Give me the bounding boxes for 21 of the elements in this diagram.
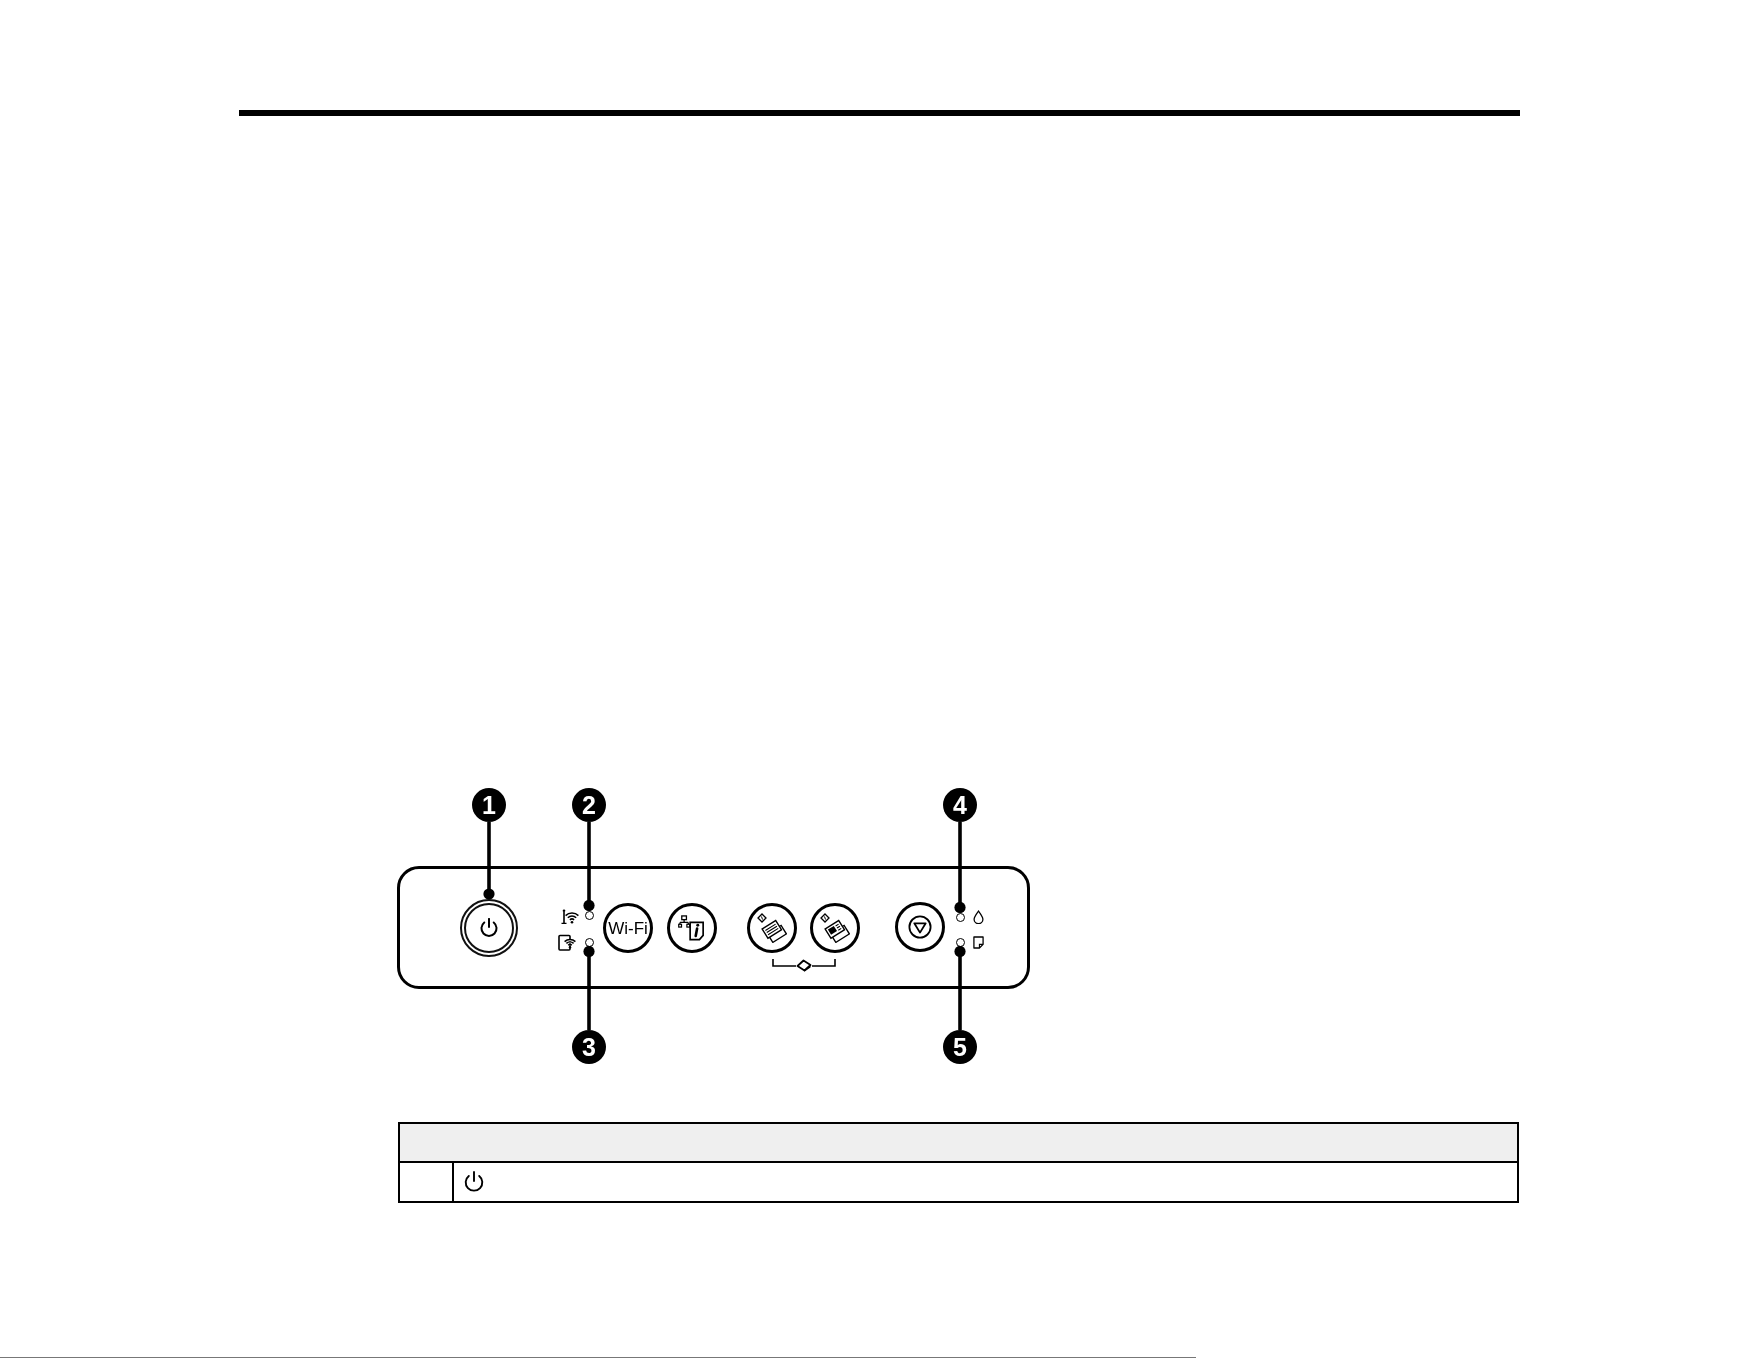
leader-line — [954, 822, 966, 914]
control-panel — [397, 866, 1030, 989]
indicator-light — [584, 937, 594, 947]
callout-number: 2 — [572, 788, 606, 822]
leader-line — [583, 945, 595, 1030]
callout-number: 5 — [943, 1030, 977, 1064]
leader-line — [583, 822, 595, 912]
copy-button — [747, 903, 797, 953]
indicator-light — [584, 910, 594, 920]
indicator-light — [955, 937, 965, 947]
network-status-button — [667, 903, 717, 953]
power-button — [460, 899, 518, 957]
leader-line — [483, 822, 495, 900]
leader-line — [954, 945, 966, 1030]
callout-number: 1 — [472, 788, 506, 822]
callout-number: 3 — [572, 1030, 606, 1064]
callout-number: 4 — [943, 788, 977, 822]
stop-button — [895, 902, 945, 952]
indicator-light — [955, 912, 965, 922]
color-copy-button — [810, 903, 860, 953]
wifi-button: Wi-Fi — [603, 903, 653, 953]
